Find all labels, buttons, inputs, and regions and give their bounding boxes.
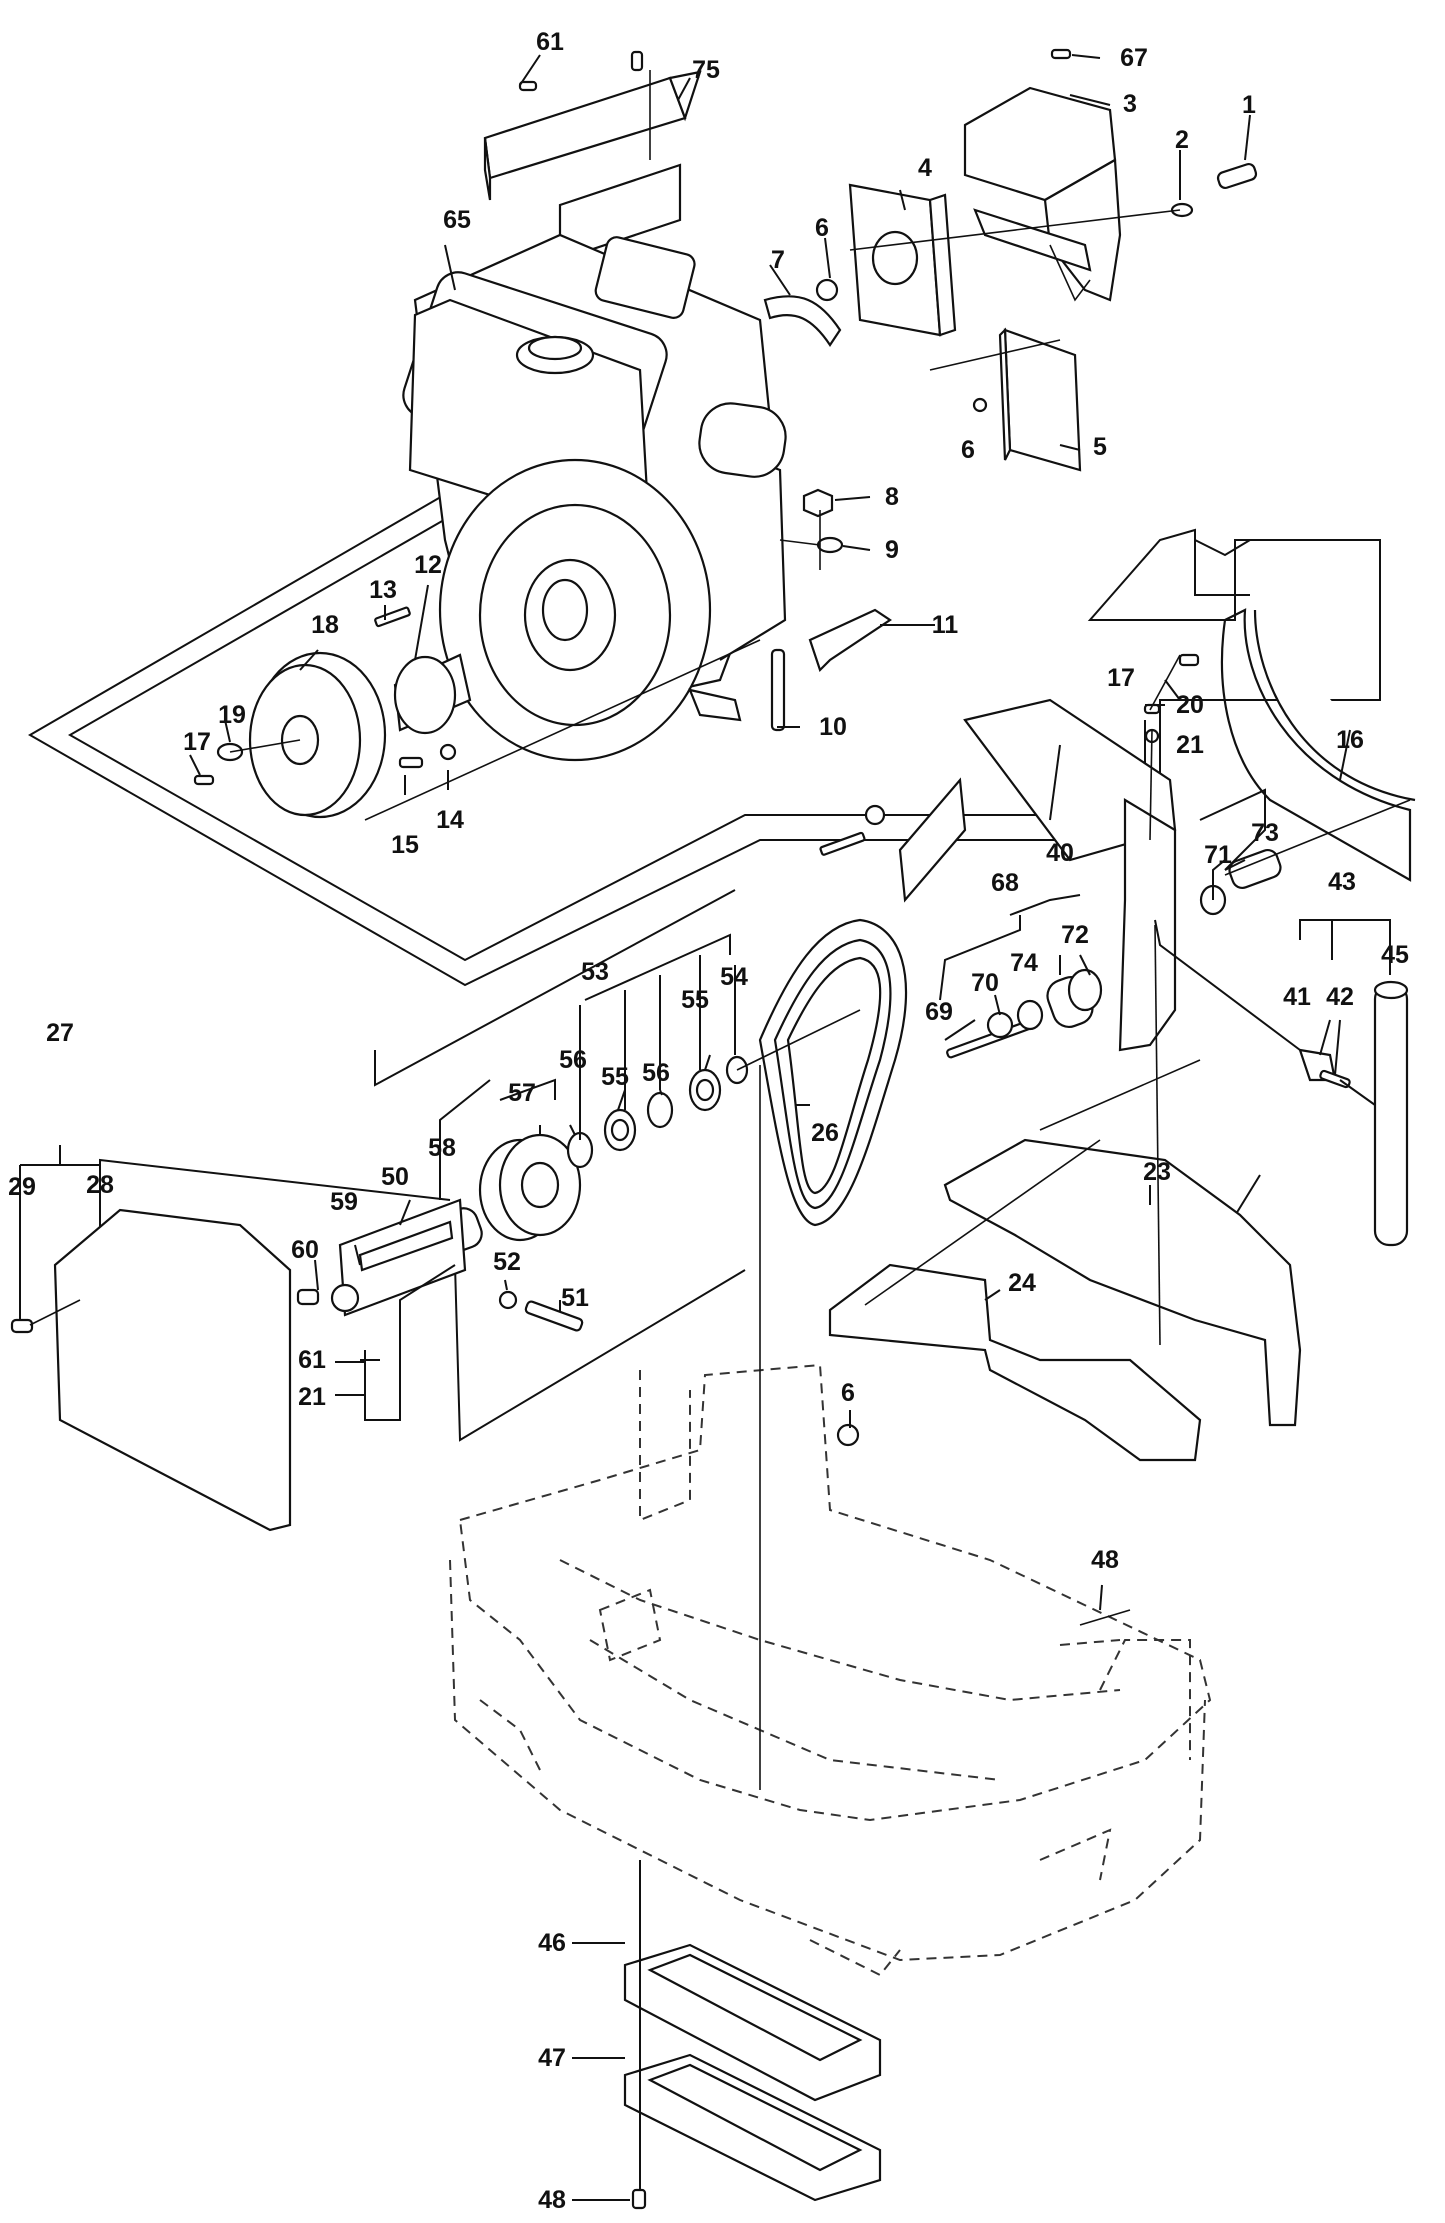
callout-21: 21	[298, 1383, 326, 1411]
callout-5: 5	[1093, 433, 1107, 461]
chassis-outline	[449, 1363, 1212, 1977]
callout-12: 12	[414, 551, 442, 579]
callout-73: 73	[1251, 819, 1279, 847]
callout-50: 50	[381, 1163, 409, 1191]
callout-4: 4	[918, 154, 932, 182]
callout-20: 20	[1176, 691, 1204, 719]
callout-17: 17	[183, 728, 211, 756]
callout-19: 19	[218, 701, 246, 729]
callout-6: 6	[815, 214, 829, 242]
callout-28: 28	[86, 1171, 114, 1199]
callout-70: 70	[971, 969, 999, 997]
drive-belt	[758, 918, 908, 1227]
callout-69: 69	[925, 998, 953, 1026]
callout-11: 11	[932, 611, 959, 639]
callout-46: 46	[538, 1929, 566, 1957]
small-parts-upper	[518, 48, 1258, 732]
callout-61: 61	[536, 28, 564, 56]
bracket-and-guard	[819, 608, 1416, 1052]
callout-17: 17	[1107, 664, 1135, 692]
leader-lines	[19, 54, 1391, 2201]
callout-labels: 61 75 67 3 1 2 65 4 6 7 6 5 8 9 13 12 11…	[8, 28, 1409, 2214]
top-cover	[483, 70, 702, 262]
callout-24: 24	[1008, 1269, 1036, 1297]
callout-48: 48	[1091, 1546, 1119, 1574]
sump-and-gasket	[623, 1860, 882, 2210]
callout-10: 10	[819, 713, 847, 741]
callout-45: 45	[1381, 941, 1409, 969]
callout-65: 65	[443, 206, 471, 234]
callout-61: 61	[298, 1346, 326, 1374]
callout-43: 43	[1328, 868, 1356, 896]
callout-48: 48	[538, 2186, 566, 2214]
callout-6: 6	[841, 1379, 855, 1407]
callout-18: 18	[311, 611, 339, 639]
callout-55: 55	[681, 986, 709, 1014]
callout-52: 52	[493, 1248, 521, 1276]
callout-3: 3	[1123, 90, 1137, 118]
assembly-lines	[29, 70, 1411, 1790]
callout-14: 14	[436, 806, 464, 834]
callout-75: 75	[692, 56, 720, 84]
callout-13: 13	[369, 576, 397, 604]
callout-29: 29	[8, 1173, 36, 1201]
lever-group	[1154, 919, 1409, 1247]
callout-56: 56	[642, 1059, 670, 1087]
callout-27: 27	[46, 1019, 74, 1047]
callout-2: 2	[1175, 126, 1189, 154]
mounting-plates	[848, 86, 1122, 472]
clutch-stack	[296, 1055, 749, 1332]
callout-21: 21	[1176, 731, 1204, 759]
callout-7: 7	[771, 246, 785, 274]
callout-74: 74	[1010, 949, 1038, 977]
callout-40: 40	[1046, 839, 1074, 867]
tensioner-group	[946, 849, 1282, 1059]
callout-68: 68	[991, 869, 1019, 897]
callout-59: 59	[330, 1188, 358, 1216]
callout-55: 55	[601, 1063, 629, 1091]
callout-67: 67	[1120, 44, 1148, 72]
callout-1: 1	[1242, 91, 1256, 119]
callout-47: 47	[538, 2044, 566, 2072]
callout-57: 57	[508, 1079, 536, 1107]
callout-58: 58	[428, 1134, 456, 1162]
callout-54: 54	[720, 963, 748, 991]
callout-56: 56	[559, 1046, 587, 1074]
callout-9: 9	[885, 536, 899, 564]
callout-8: 8	[885, 483, 899, 511]
callout-71: 71	[1204, 841, 1232, 869]
side-cover	[10, 1208, 292, 1532]
belt-guards	[828, 1138, 1302, 1462]
engine	[402, 233, 787, 762]
callout-72: 72	[1061, 921, 1089, 949]
callout-41: 41	[1283, 983, 1311, 1011]
callout-16: 16	[1336, 726, 1364, 754]
callout-6: 6	[961, 436, 975, 464]
callout-26: 26	[811, 1119, 839, 1147]
callout-15: 15	[391, 831, 419, 859]
engine-pulley-group	[193, 606, 472, 819]
callout-60: 60	[291, 1236, 319, 1264]
callout-42: 42	[1326, 983, 1354, 1011]
callout-53: 53	[581, 958, 609, 986]
callout-23: 23	[1143, 1158, 1171, 1186]
callout-51: 51	[561, 1284, 589, 1312]
